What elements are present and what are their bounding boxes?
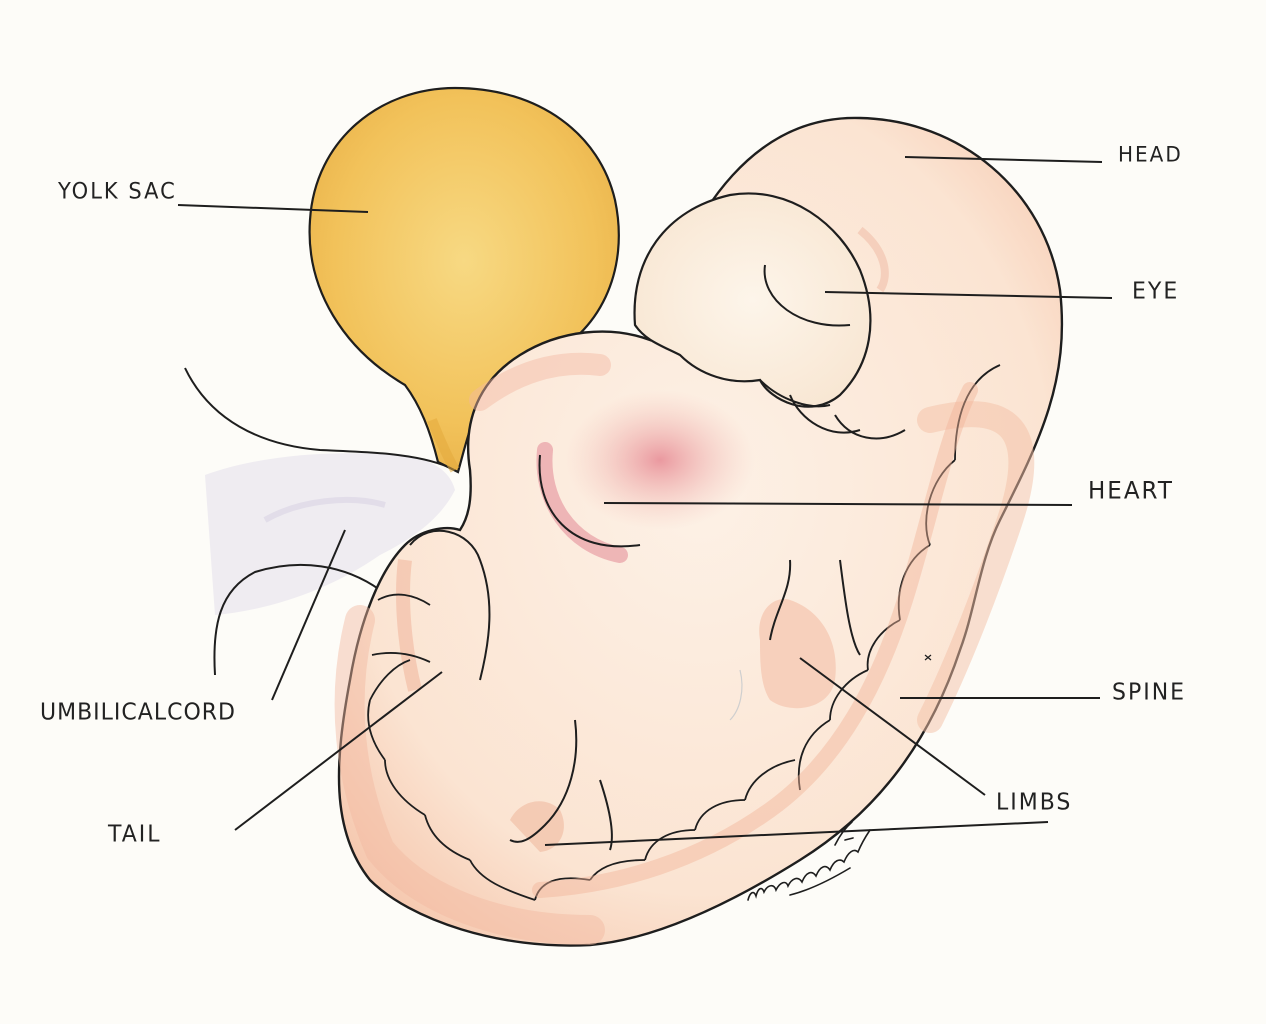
label-heart: HEART [1088, 477, 1174, 505]
label-eye: EYE [1132, 278, 1180, 305]
leader-lines [177, 156, 1113, 846]
leader-heart [603, 502, 1073, 506]
label-spine: SPINE [1112, 679, 1187, 706]
leader-umbilical-cord [271, 529, 346, 701]
leader-eye [824, 291, 1113, 299]
leader-head [904, 156, 1103, 163]
leader-yolk-sac [177, 204, 369, 213]
label-yolk-sac: YOLK SAC [58, 178, 177, 204]
label-umbilical-cord: UMBILICALCORD [40, 699, 236, 726]
leader-limbs-lower [544, 821, 1049, 846]
embryo-body [334, 116, 1064, 947]
leader-limbs-upper [799, 657, 986, 796]
label-head: HEAD [1118, 141, 1183, 167]
artist-signature [747, 821, 871, 901]
leader-tail [234, 671, 443, 831]
label-limbs: LIMBS [996, 789, 1073, 816]
label-tail: TAIL [108, 821, 162, 848]
